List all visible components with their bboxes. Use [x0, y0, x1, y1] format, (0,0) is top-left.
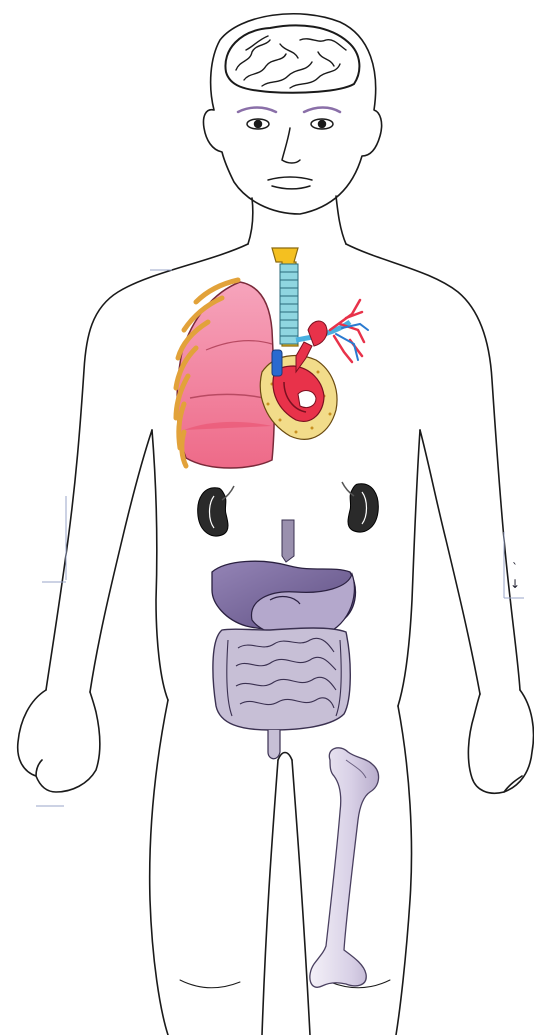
- stray-tick-mark: `: [512, 561, 518, 575]
- stomach-icon: [212, 520, 355, 637]
- body-outline: [18, 14, 534, 1035]
- trachea-icon: [272, 248, 368, 362]
- intestine-icon: [213, 628, 350, 759]
- face-icon: [238, 108, 340, 190]
- femur-icon: [310, 748, 379, 987]
- stray-arrow-mark: ↓: [510, 577, 520, 591]
- lung-icon: [176, 280, 274, 468]
- brain-icon: [225, 25, 359, 92]
